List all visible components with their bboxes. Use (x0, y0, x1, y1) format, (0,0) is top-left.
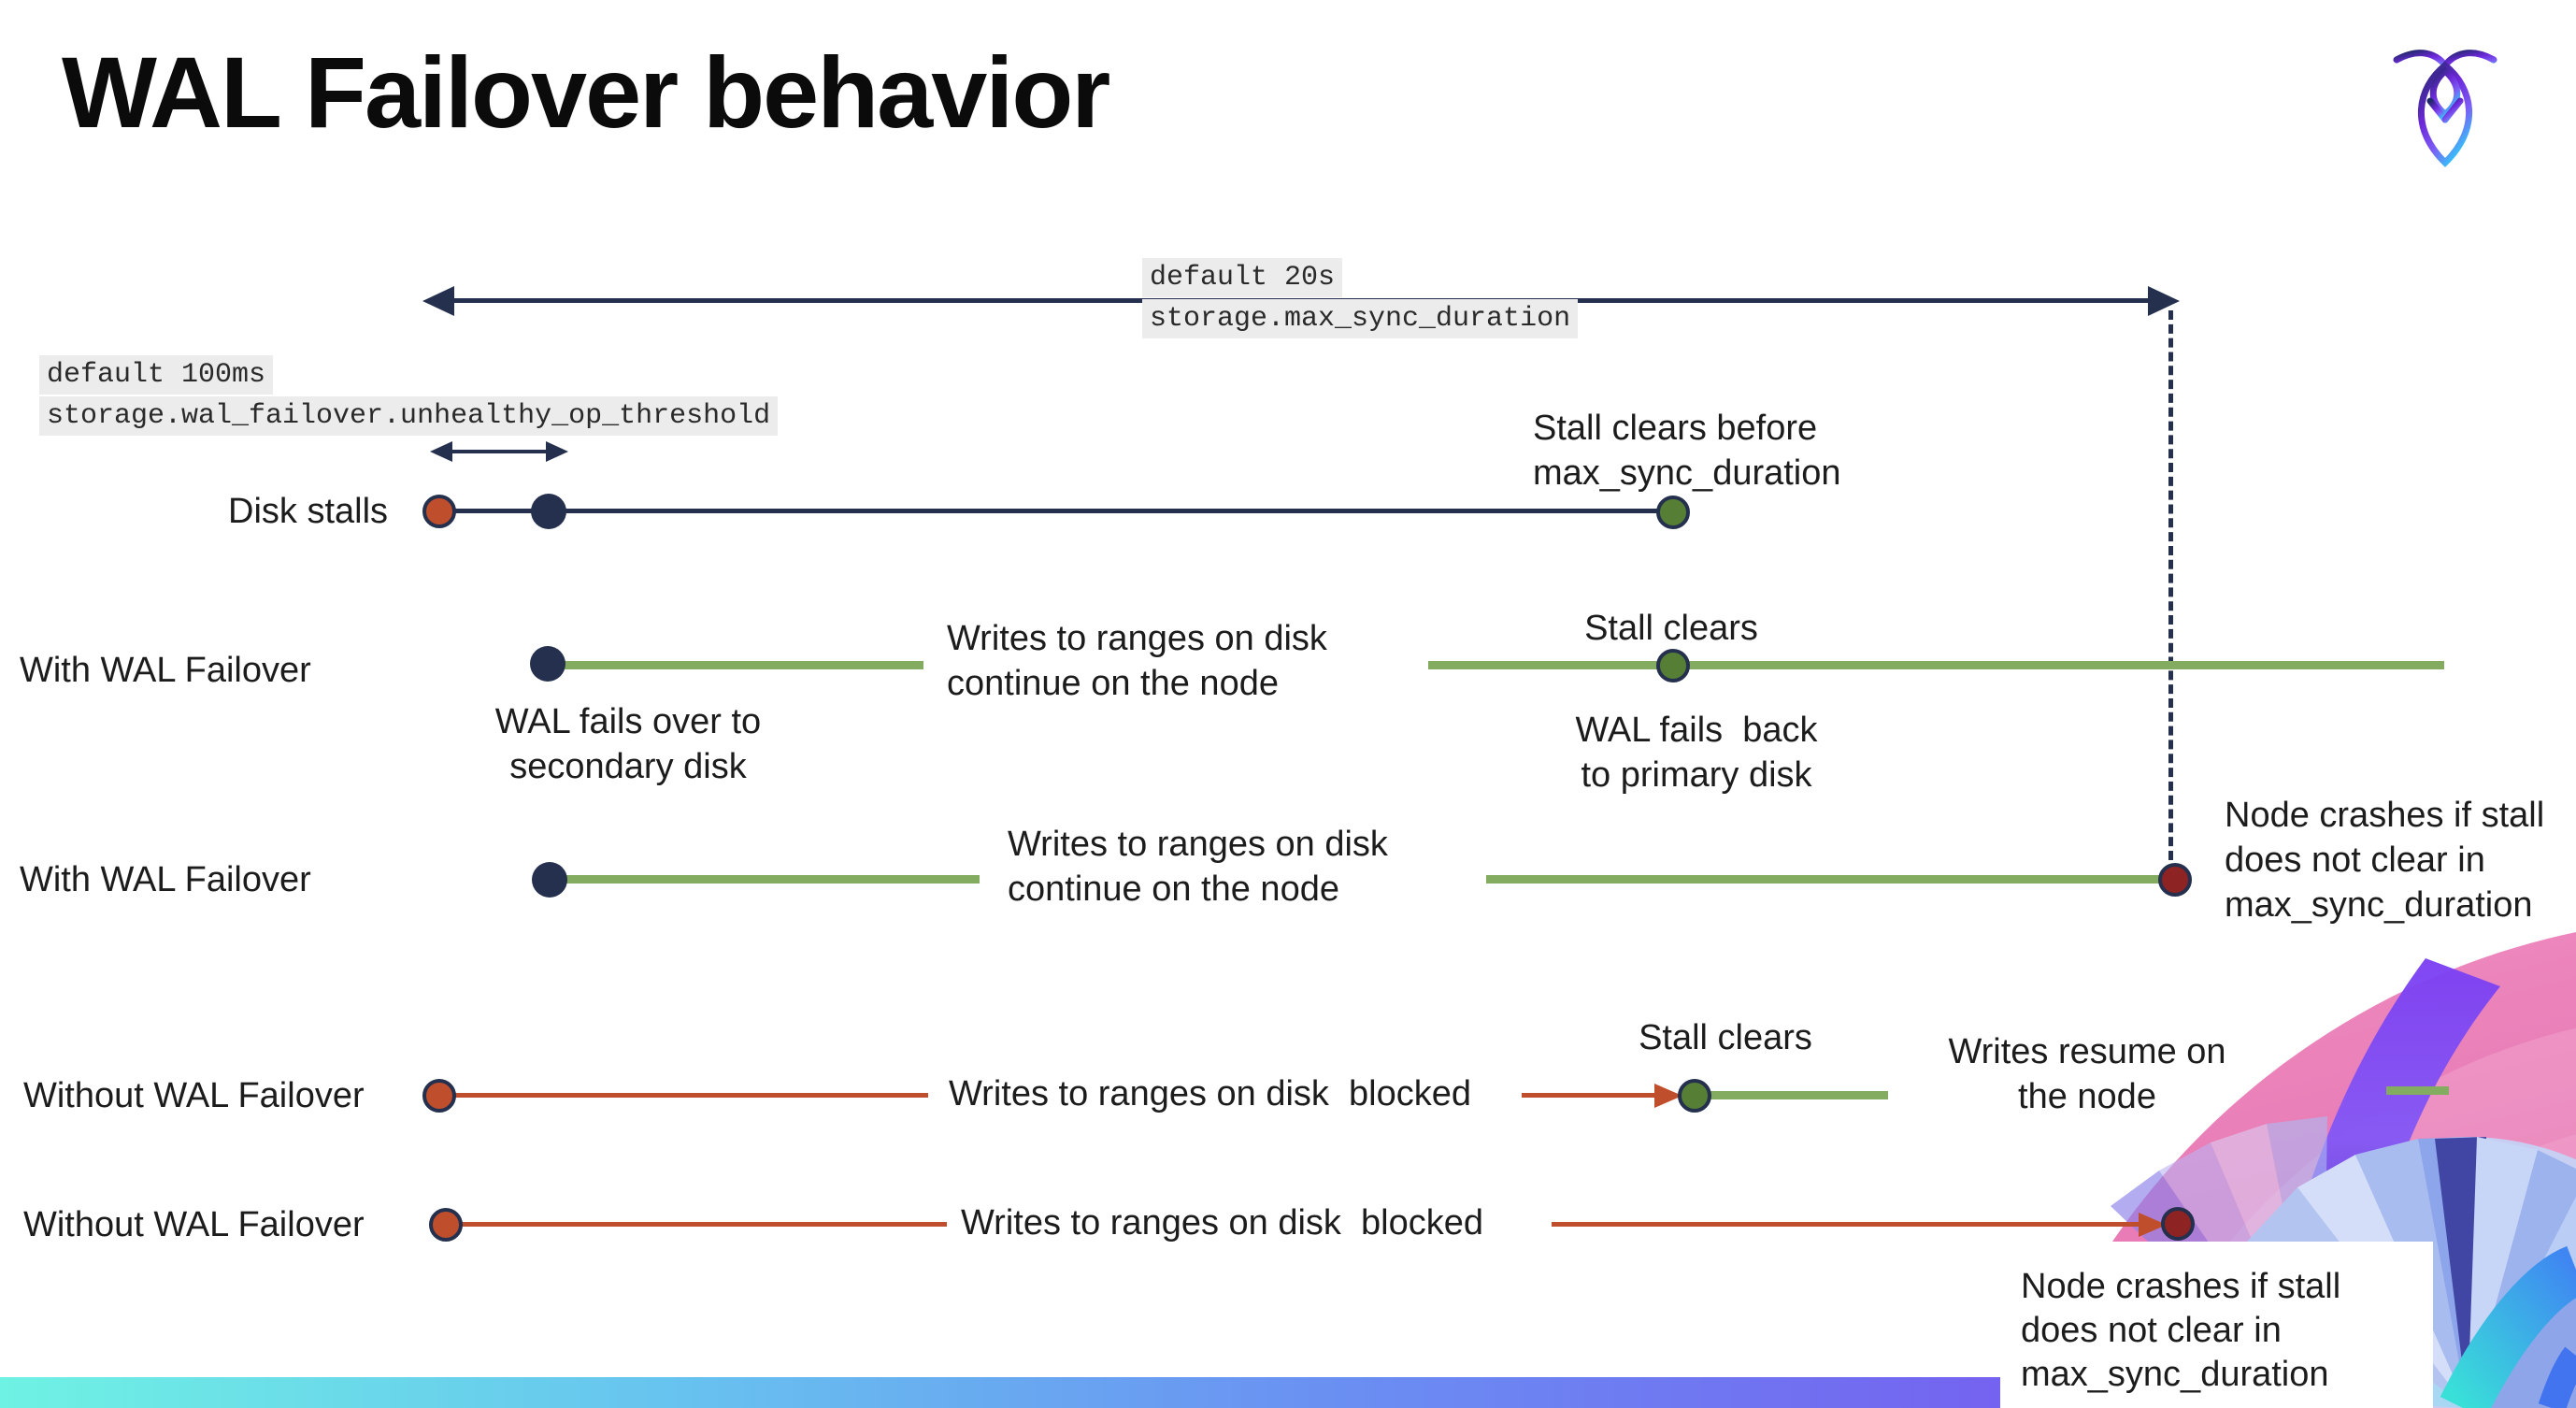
unhealthy-threshold-default-label: default 100ms (39, 355, 274, 395)
node-crashes-line1: Node crashes if stall (2225, 796, 2545, 835)
row5-writes-blocked-caption: Writes to ranges on disk blocked (961, 1203, 1484, 1243)
threshold-arrow-right-head (546, 441, 568, 462)
row3-failover-dot (532, 862, 567, 898)
row4-stall-dot (422, 1079, 456, 1113)
row5-crash-dot (2161, 1207, 2195, 1241)
row-label-without-wal-failover-1: Without WAL Failover (23, 1076, 365, 1115)
row4-green-line-a (1710, 1091, 1888, 1099)
row5-red-line-a (462, 1222, 947, 1227)
row3-node-crashes-caption: Node crashes if stall does not clear in … (2225, 793, 2544, 927)
row-label-with-wal-failover-2: With WAL Failover (20, 860, 311, 899)
disk-stall-timeline (439, 509, 1673, 513)
cockroachdb-logo-icon (2393, 50, 2497, 167)
row4-stall-clears-caption: Stall clears (1639, 1018, 1812, 1057)
row2-failover-dot (530, 646, 565, 682)
row5-node-crashes-caption: Node crashes if stall does not clear in … (2021, 1265, 2340, 1397)
page-title: WAL Failover behavior (62, 36, 1110, 149)
row3-writes-continue-caption: Writes to ranges on disk continue on the… (1008, 822, 1388, 912)
row3-green-line-b (1486, 875, 2173, 884)
wal-fails-back-line1: WAL fails back (1575, 711, 1818, 750)
wal-fails-over-caption: WAL fails over to secondary disk (495, 699, 761, 789)
writes-continue2-line2: continue on the node (1008, 869, 1339, 909)
row5-red-line-b (1552, 1222, 2140, 1227)
row2-green-line-b (1428, 661, 2444, 669)
stall-clears-before-line1: Stall clears before (1533, 409, 1818, 448)
row5-stall-dot (429, 1208, 463, 1242)
max-sync-arrow-right-head (2148, 286, 2180, 316)
row-label-without-wal-failover-2: Without WAL Failover (23, 1205, 365, 1244)
threshold-reached-dot (531, 494, 566, 529)
wal-fails-back-line2: to primary disk (1581, 755, 1812, 795)
wal-fails-back-caption: WAL fails back to primary disk (1575, 708, 1817, 797)
writes-resume-line1: Writes resume on (1948, 1032, 2226, 1071)
row2-green-line-a (557, 661, 923, 669)
node-crashes-line2: does not clear in (2225, 840, 2485, 880)
writes-resume-line2: the node (2018, 1077, 2156, 1116)
threshold-arrow-left-head (430, 441, 452, 462)
row3-green-line-a (559, 875, 980, 884)
max-sync-setting-label: storage.max_sync_duration (1142, 299, 1579, 338)
max-sync-deadline-dashed-line (2168, 310, 2173, 860)
row4-red-line-a (455, 1093, 928, 1098)
row2-stall-clears-dot (1656, 649, 1690, 682)
writes-continue-line1: Writes to ranges on disk (947, 619, 1327, 658)
row4-green-line-b (2386, 1086, 2449, 1095)
stall-start-dot (422, 495, 456, 528)
row4-stall-clears-dot (1678, 1079, 1711, 1113)
stall-clears-before-line2: max_sync_duration (1533, 453, 1841, 493)
node-crashes2-line2: does not clear in (2021, 1311, 2282, 1350)
stall-clears-before-caption: Stall clears before max_sync_duration (1533, 406, 1841, 496)
unhealthy-threshold-setting-label: storage.wal_failover.unhealthy_op_thresh… (39, 396, 779, 436)
node-crashes2-line3: max_sync_duration (2021, 1355, 2329, 1394)
row2-writes-continue-caption: Writes to ranges on disk continue on the… (947, 616, 1327, 706)
writes-resume-caption: Writes resume on the node (1948, 1029, 2225, 1119)
max-sync-arrow-left-head (422, 286, 454, 316)
writes-continue2-line1: Writes to ranges on disk (1008, 825, 1388, 864)
row4-red-line-b (1522, 1093, 1656, 1098)
row-label-disk-stalls: Disk stalls (228, 492, 389, 531)
wal-fails-over-line2: secondary disk (509, 747, 747, 786)
wal-fails-over-line1: WAL fails over to (494, 702, 762, 741)
row-label-with-wal-failover-1: With WAL Failover (20, 651, 311, 690)
node-crashes-line3: max_sync_duration (2225, 885, 2533, 925)
node-crashes2-line1: Node crashes if stall (2021, 1267, 2341, 1306)
row2-stall-clears-caption: Stall clears (1584, 609, 1758, 648)
stall-clears-dot-row1 (1656, 496, 1690, 529)
threshold-arrow-line (449, 450, 550, 453)
max-sync-default-label: default 20s (1142, 258, 1343, 297)
row4-writes-blocked-caption: Writes to ranges on disk blocked (949, 1074, 1472, 1113)
row3-crash-dot (2158, 863, 2192, 897)
writes-continue-line2: continue on the node (947, 664, 1279, 703)
caption-background-box (2000, 1242, 2433, 1408)
